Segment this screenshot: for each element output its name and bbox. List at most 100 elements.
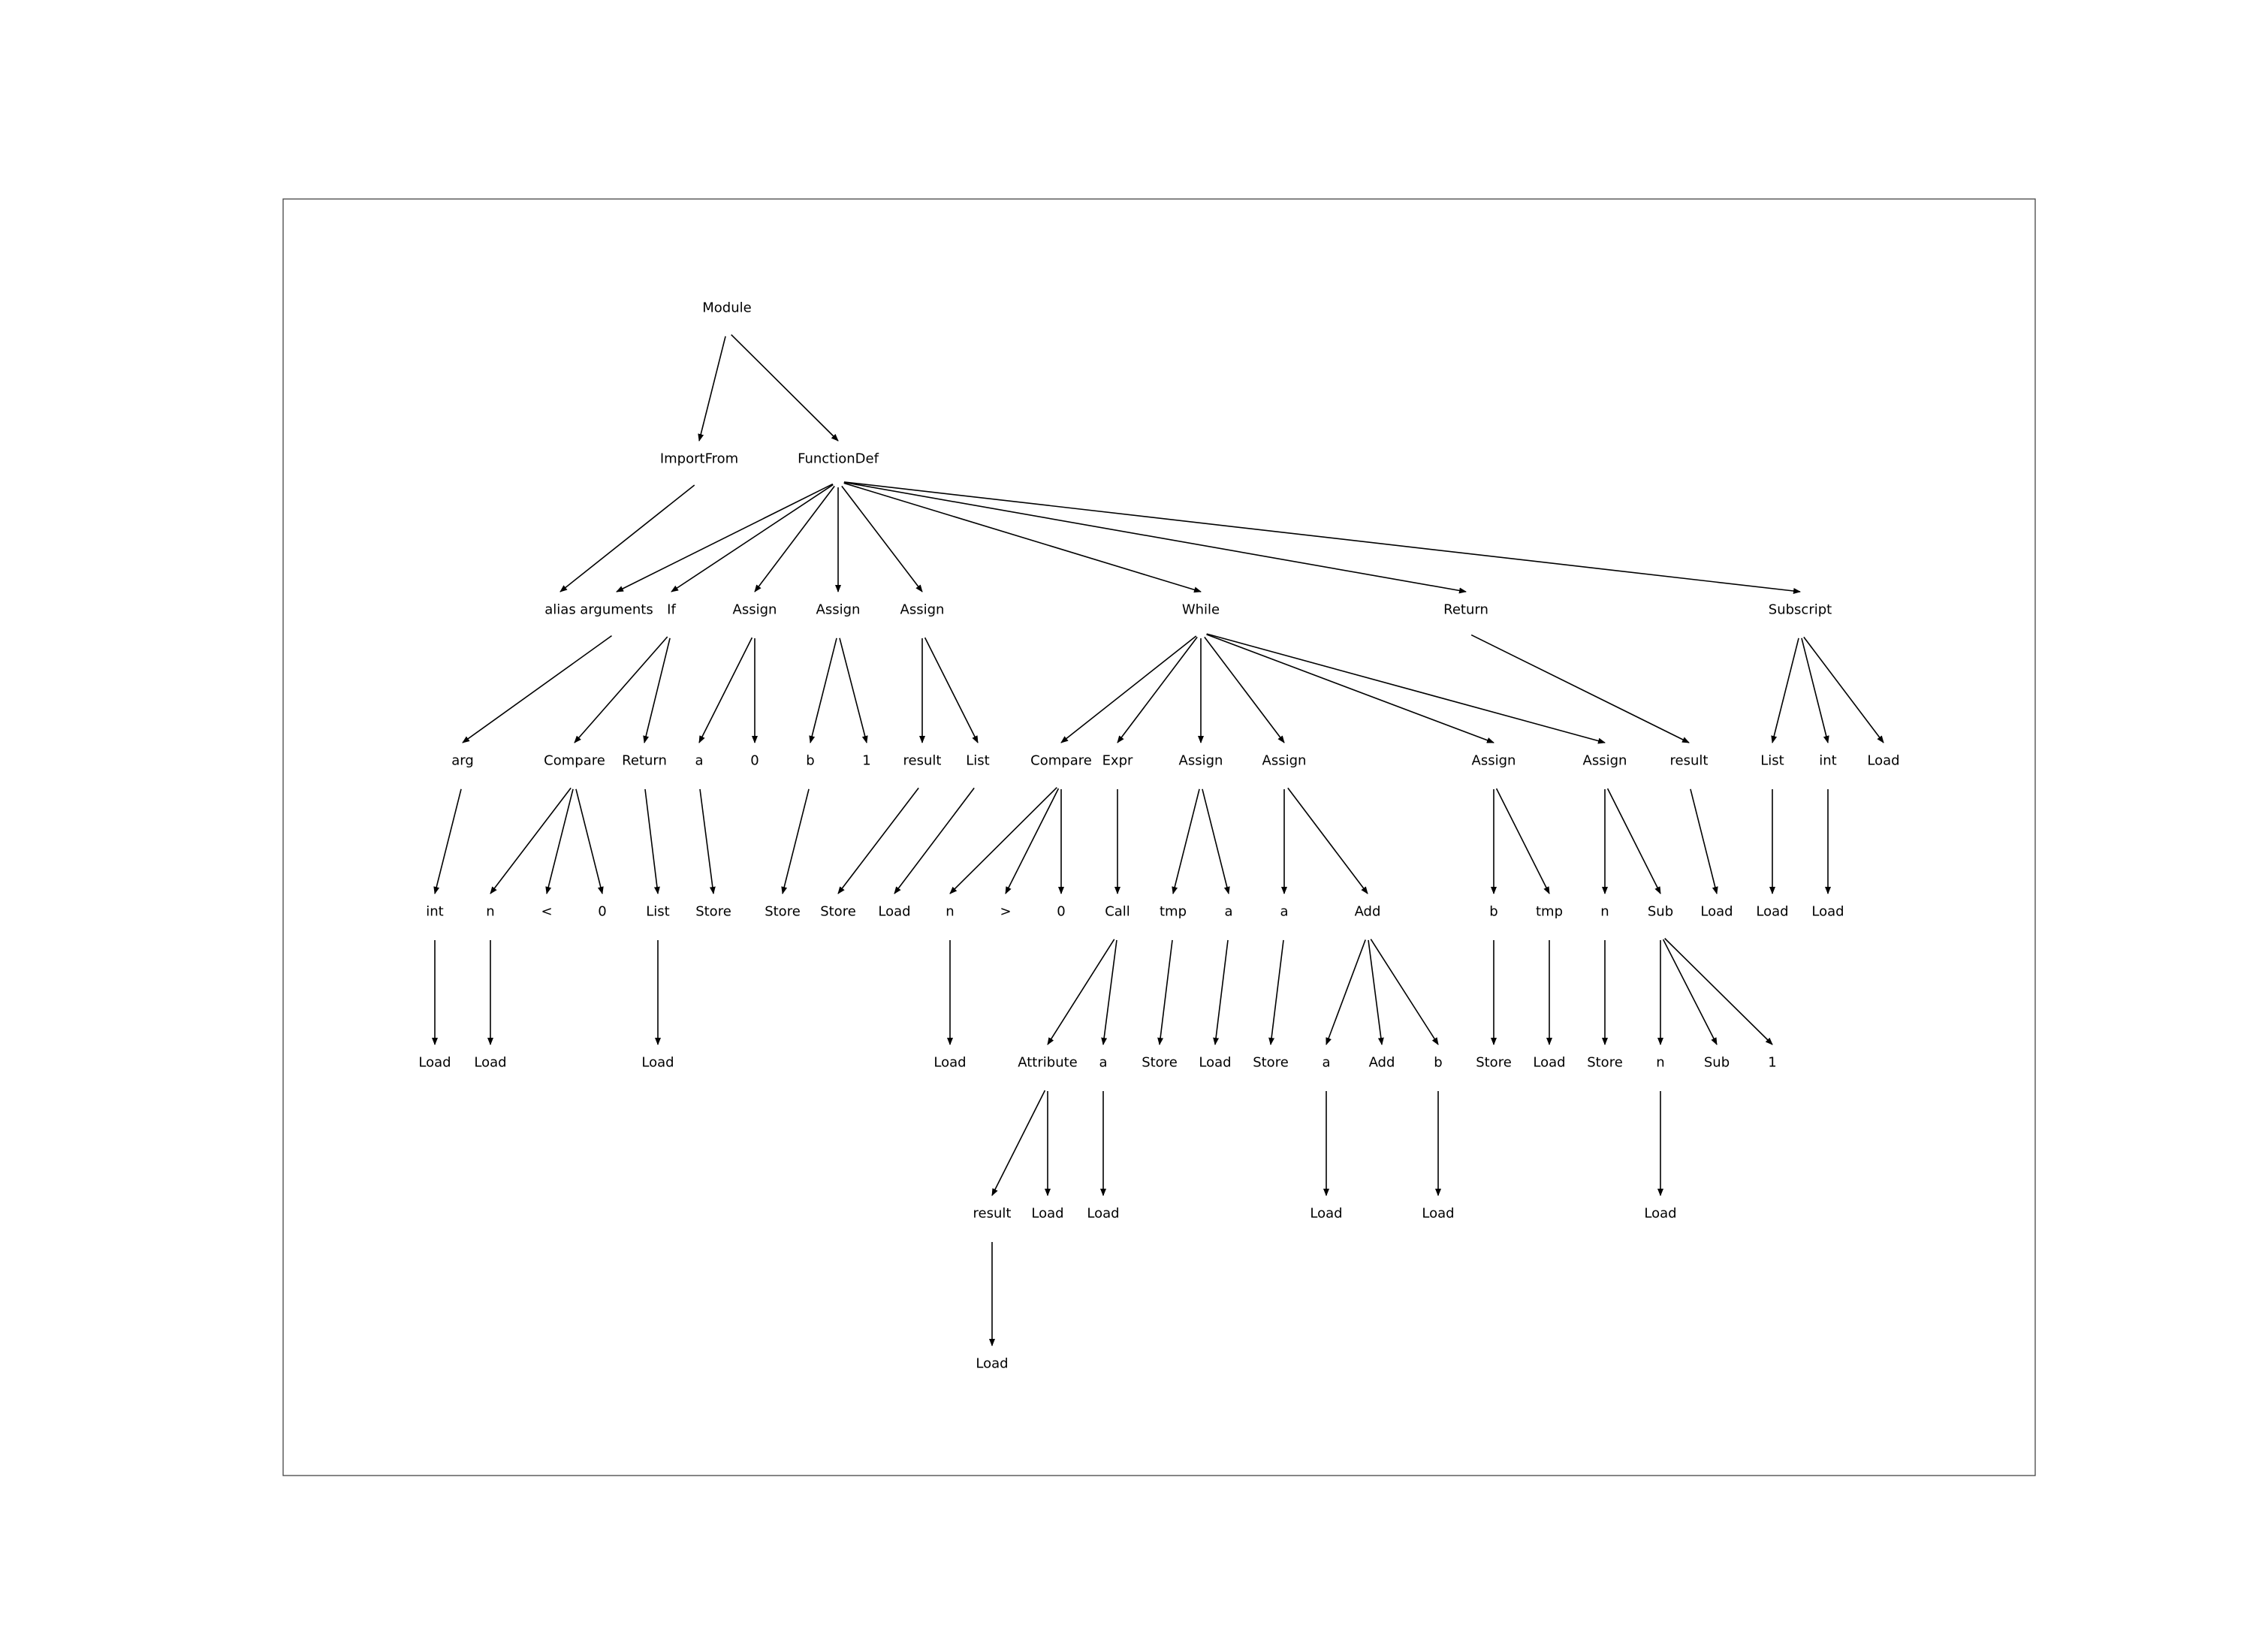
node-arguments: arguments <box>580 602 653 618</box>
node-add: Add <box>1369 1055 1395 1071</box>
edge-functiondef-to-while <box>843 482 1202 593</box>
node-load: Load <box>878 904 910 920</box>
node-load: Load <box>1310 1206 1342 1222</box>
edge-while-to-expr <box>1117 636 1198 743</box>
edge-assign1-to-a1 <box>698 637 753 743</box>
node-load: Load <box>418 1055 451 1071</box>
node-subscript: Subscript <box>1769 602 1832 618</box>
edge-arg-to-int1 <box>433 788 462 894</box>
node-load: Load <box>474 1055 506 1071</box>
edge-attribute-to-result3 <box>991 1090 1046 1196</box>
edge-functiondef-to-assign1 <box>754 485 835 592</box>
node-int: int <box>1819 753 1836 769</box>
node-return: Return <box>622 753 667 769</box>
edge-a2-to-load_a2 <box>1213 939 1229 1045</box>
node-n: n <box>946 904 954 920</box>
node-tmp: tmp <box>1536 904 1563 920</box>
node-n: n <box>486 904 494 920</box>
node-0: 0 <box>1057 904 1065 920</box>
edge-importfrom-to-alias <box>559 484 695 592</box>
node-0: 0 <box>750 753 759 769</box>
node-module: Module <box>702 300 751 316</box>
edge-return2-to-result2 <box>1470 634 1690 743</box>
node-call: Call <box>1105 904 1130 920</box>
node-return: Return <box>1443 602 1488 618</box>
node-attribute: Attribute <box>1018 1055 1077 1071</box>
node-store: Store <box>695 904 731 920</box>
node-int: int <box>426 904 443 920</box>
node-sub: Sub <box>1648 904 1673 920</box>
node-add: Add <box>1355 904 1381 920</box>
node-importfrom: ImportFrom <box>660 451 738 467</box>
node-symbol: < <box>541 904 552 920</box>
edge-module-to-functiondef <box>731 334 839 442</box>
node-sub: Sub <box>1704 1055 1730 1071</box>
node-1: 1 <box>1768 1055 1776 1071</box>
edge-subscript-to-load_sub <box>1803 636 1884 743</box>
edge-compare1-to-lt <box>545 788 574 894</box>
edge-result1-to-store_result1 <box>837 787 919 894</box>
edge-assign4-to-a2 <box>1202 788 1230 894</box>
edge-functiondef-to-subscript <box>843 481 1801 594</box>
node-assign: Assign <box>1583 753 1627 769</box>
edge-functiondef-to-assign3 <box>841 485 923 592</box>
node-assign: Assign <box>1179 753 1223 769</box>
edge-return1-to-list2 <box>644 788 660 894</box>
node-symbol: > <box>1000 904 1011 920</box>
node-assign: Assign <box>1472 753 1516 769</box>
edge-a1-to-store_a1 <box>699 788 716 894</box>
node-while: While <box>1182 602 1220 618</box>
node-assign: Assign <box>900 602 945 618</box>
node-1: 1 <box>862 753 870 769</box>
edge-assign2-to-one1 <box>839 638 868 743</box>
edge-compare2-to-gt <box>1005 788 1060 894</box>
edge-a3-to-store_a3 <box>1268 939 1284 1045</box>
node-list: List <box>1760 753 1784 769</box>
node-if: If <box>667 602 676 618</box>
edge-call-to-attribute <box>1047 939 1115 1045</box>
edge-sub1-to-one2 <box>1664 938 1773 1045</box>
node-result: result <box>1670 753 1709 769</box>
edge-functiondef-to-arguments <box>616 483 834 592</box>
node-n: n <box>1656 1055 1664 1071</box>
edge-compare1-to-n1 <box>490 787 572 894</box>
edge-if-to-compare1 <box>574 636 668 743</box>
edge-assign3-to-list1 <box>924 637 979 743</box>
edge-subscript-to-list3 <box>1771 638 1799 743</box>
node-load: Load <box>1867 753 1899 769</box>
node-alias: alias <box>544 602 575 618</box>
edge-while-to-assign6 <box>1206 634 1494 743</box>
edge-subscript-to-int2 <box>1801 638 1829 743</box>
node-store: Store <box>820 904 856 920</box>
node-expr: Expr <box>1102 753 1133 769</box>
node-store: Store <box>1142 1055 1178 1071</box>
edge-call-to-a_call <box>1101 939 1117 1045</box>
edge-compare2-to-n2 <box>949 787 1057 894</box>
node-load: Load <box>1756 904 1788 920</box>
node-b: b <box>1434 1055 1442 1071</box>
node-a: a <box>695 753 703 769</box>
node-0: 0 <box>598 904 606 920</box>
edge-result2-to-load_result2 <box>1690 788 1718 894</box>
edge-tmp1-to-store_tmp1 <box>1157 939 1173 1045</box>
edge-layer <box>432 334 1884 1346</box>
node-load: Load <box>1811 904 1844 920</box>
node-load: Load <box>976 1356 1008 1372</box>
node-store: Store <box>1476 1055 1512 1071</box>
edge-list1-to-load_list1 <box>894 787 975 894</box>
edge-compare1-to-zero2 <box>575 788 604 894</box>
node-store: Store <box>1587 1055 1623 1071</box>
node-n: n <box>1600 904 1609 920</box>
node-load: Load <box>1087 1206 1119 1222</box>
node-store: Store <box>765 904 801 920</box>
node-assign: Assign <box>733 602 777 618</box>
node-list: List <box>646 904 669 920</box>
node-assign: Assign <box>1262 753 1307 769</box>
edge-while-to-assign7 <box>1206 633 1606 744</box>
node-compare: Compare <box>1030 753 1092 769</box>
node-load: Load <box>1700 904 1733 920</box>
edge-if-to-return1 <box>643 638 671 743</box>
node-result: result <box>973 1206 1012 1222</box>
